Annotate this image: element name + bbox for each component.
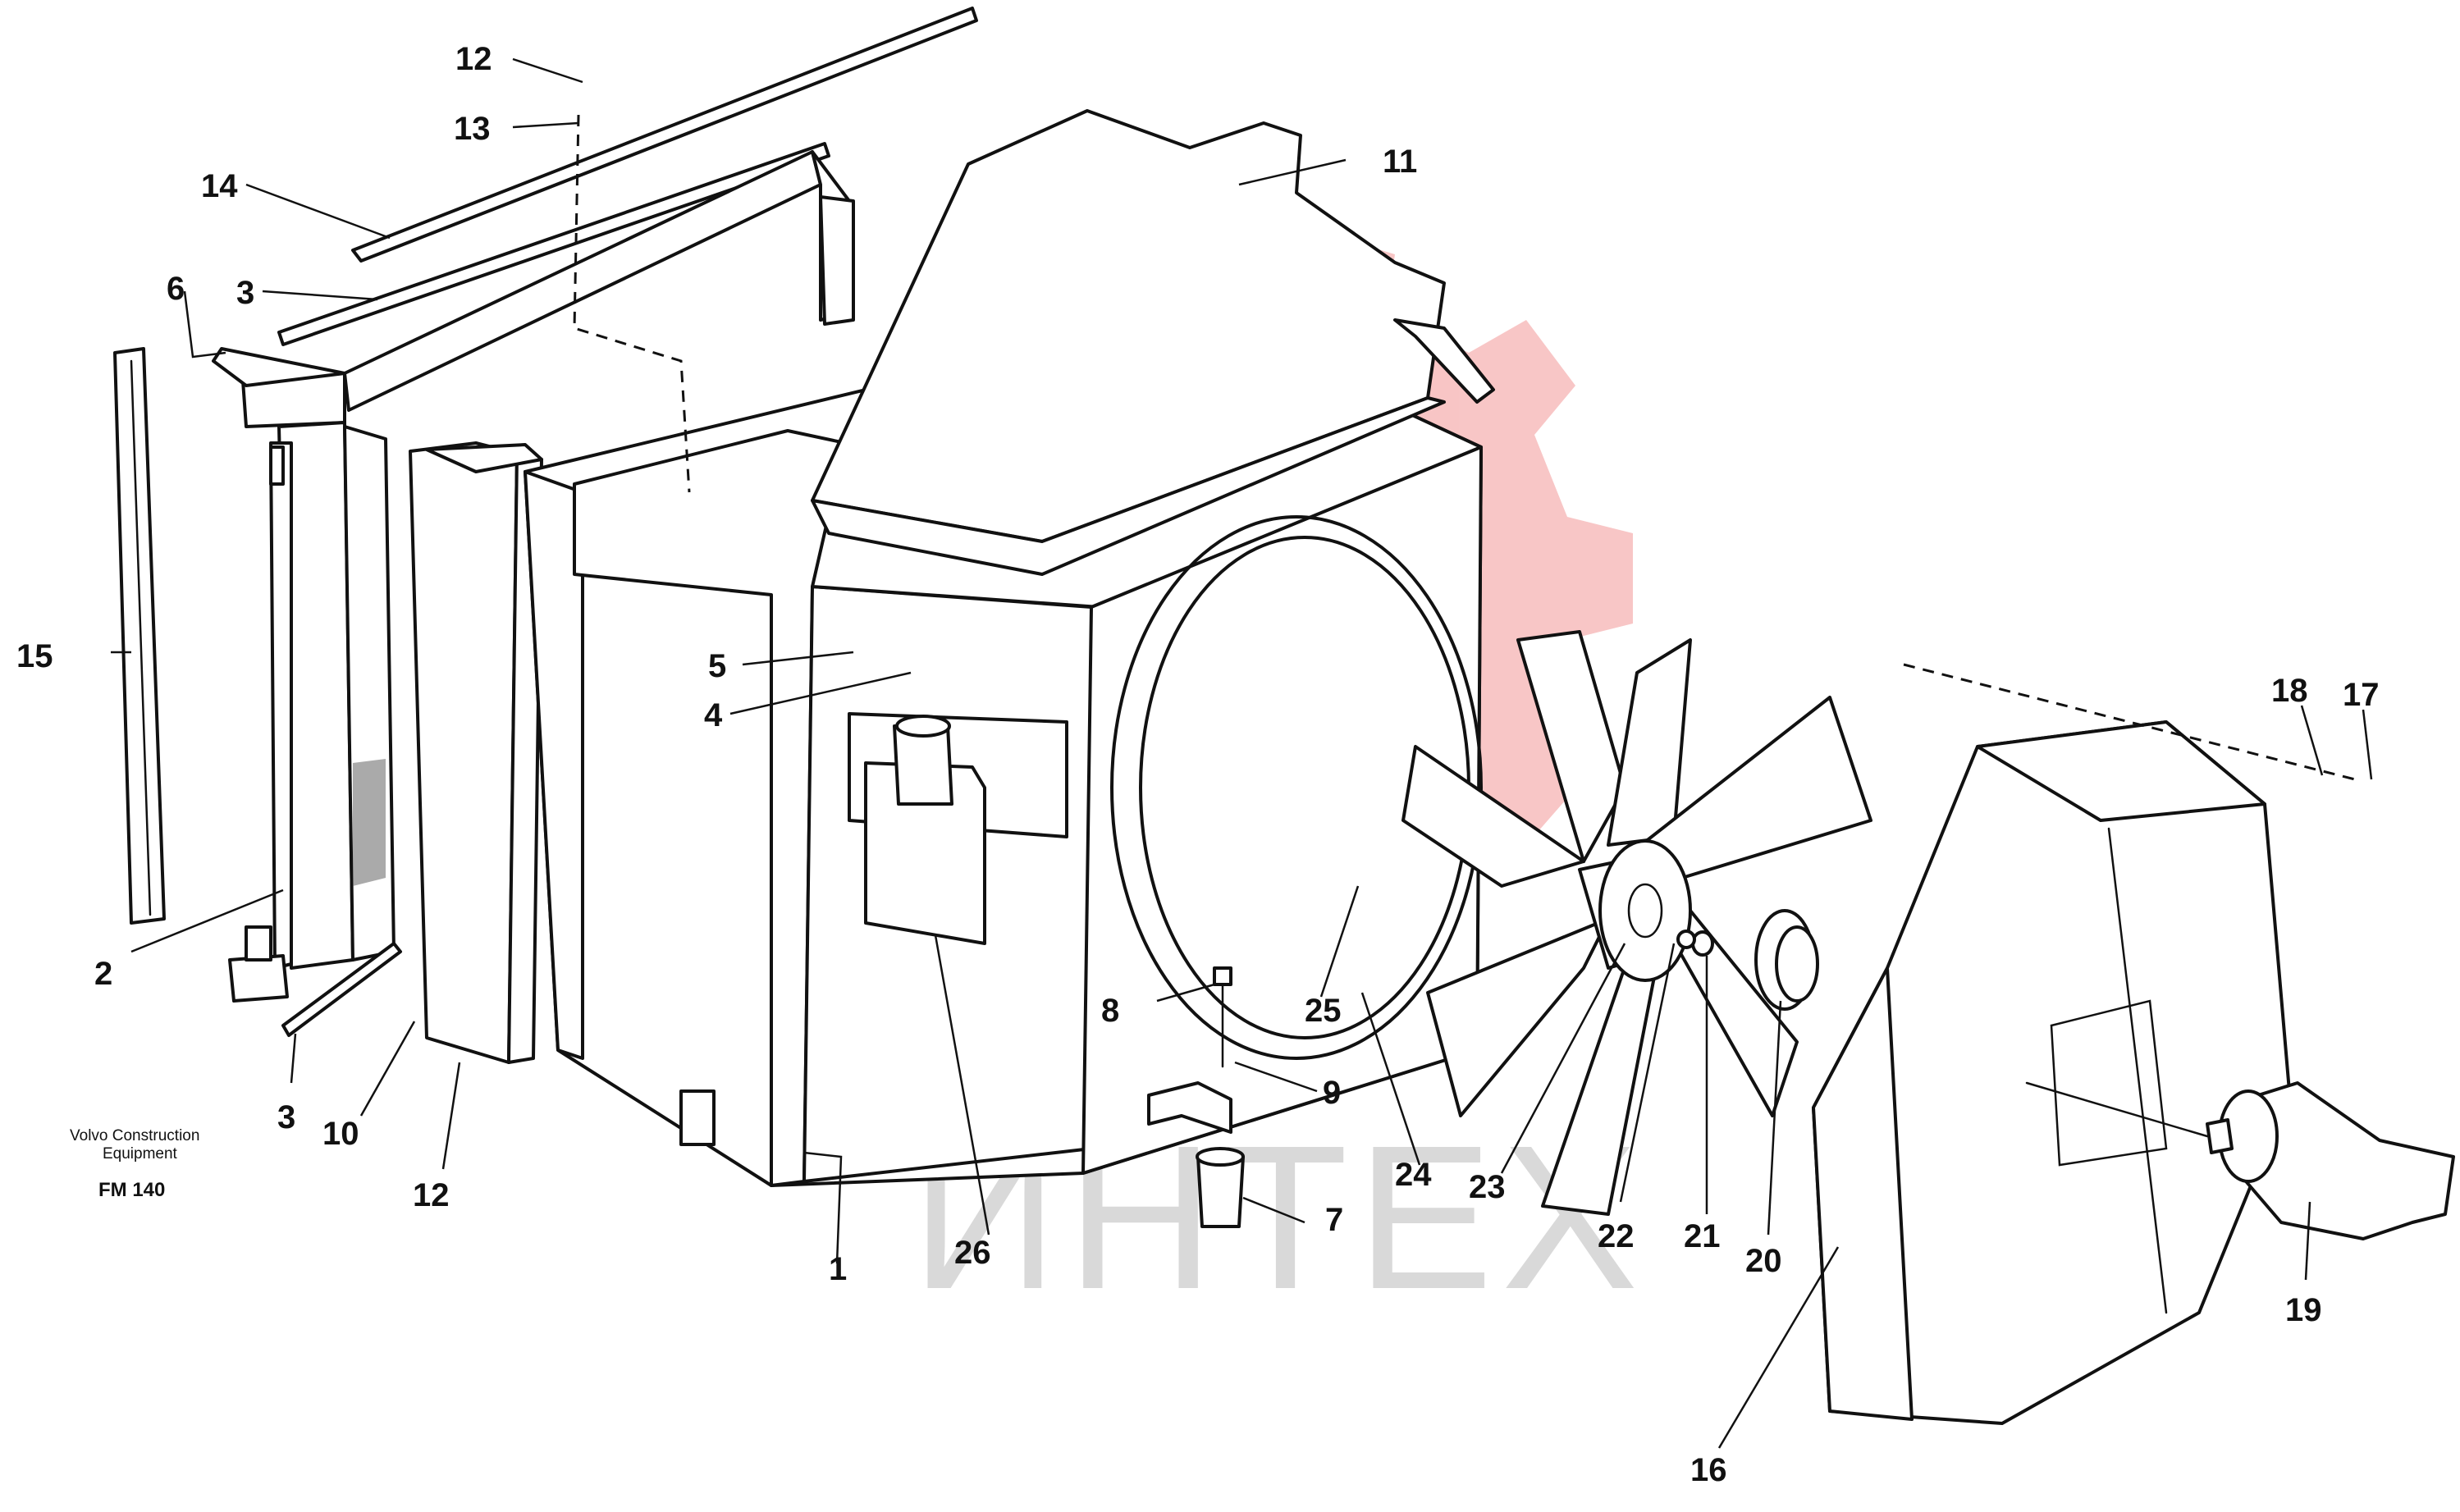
maker-note: Volvo Construction Equipment FM 140 [70,1127,199,1201]
leader-lines [111,57,2373,1449]
callout-10: 10 [322,1116,359,1152]
callout-7: 7 [1325,1202,1343,1238]
callout-20: 20 [1745,1243,1782,1279]
callout-6: 6 [167,271,185,307]
callout-18: 18 [2271,673,2308,709]
callout-11: 11 [1383,144,1417,180]
part-16-fan-guard [1812,720,2291,1425]
callout-12: 12 [455,41,492,77]
callout-labels: 1 2 3 3 4 5 6 7 8 9 10 11 12 12 13 14 15… [16,41,2380,1488]
callout-17: 17 [2343,677,2380,713]
parts-7-8-9-mount [1147,966,1245,1228]
part-14-top-seal [351,7,978,263]
part-19-hydraulic-motor [2025,1081,2455,1240]
callout-23: 23 [1469,1169,1506,1205]
callout-2: 2 [94,956,112,992]
callout-21: 21 [1684,1218,1721,1254]
callout-19: 19 [2285,1292,2322,1328]
part-11-top-cover [811,109,1495,576]
callout-22: 22 [1598,1218,1635,1254]
part-24-fan-blades [1401,630,1872,1216]
callout-5: 5 [708,648,726,684]
callout-12: 12 [413,1177,450,1213]
callout-13: 13 [454,111,491,147]
maker-note-line2: Equipment [103,1145,178,1163]
callout-26: 26 [954,1235,991,1271]
top-frame-rail [343,150,855,412]
callout-1: 1 [829,1251,847,1287]
callout-4: 4 [704,697,723,733]
callout-24: 24 [1395,1157,1432,1193]
maker-note-line1: Volvo Construction [70,1127,199,1144]
callout-8: 8 [1101,993,1119,1029]
callout-9: 9 [1323,1075,1341,1111]
callout-14: 14 [201,168,238,204]
callout-16: 16 [1690,1452,1727,1488]
callout-15: 15 [16,638,53,674]
callout-3: 3 [277,1099,295,1135]
callout-25: 25 [1305,993,1342,1029]
maker-note-model: FM 140 [98,1179,165,1201]
part-15-seal-strip [113,347,166,925]
part-2-side-panel [212,347,396,1003]
parts-20-23-hub [1676,909,1819,1011]
part-3-rods [277,142,830,1037]
callout-3: 3 [236,275,254,311]
assembly-dashed-lines [573,114,2356,781]
part-26-motor-bracket [848,712,1068,945]
part-10-panel [409,441,543,1064]
